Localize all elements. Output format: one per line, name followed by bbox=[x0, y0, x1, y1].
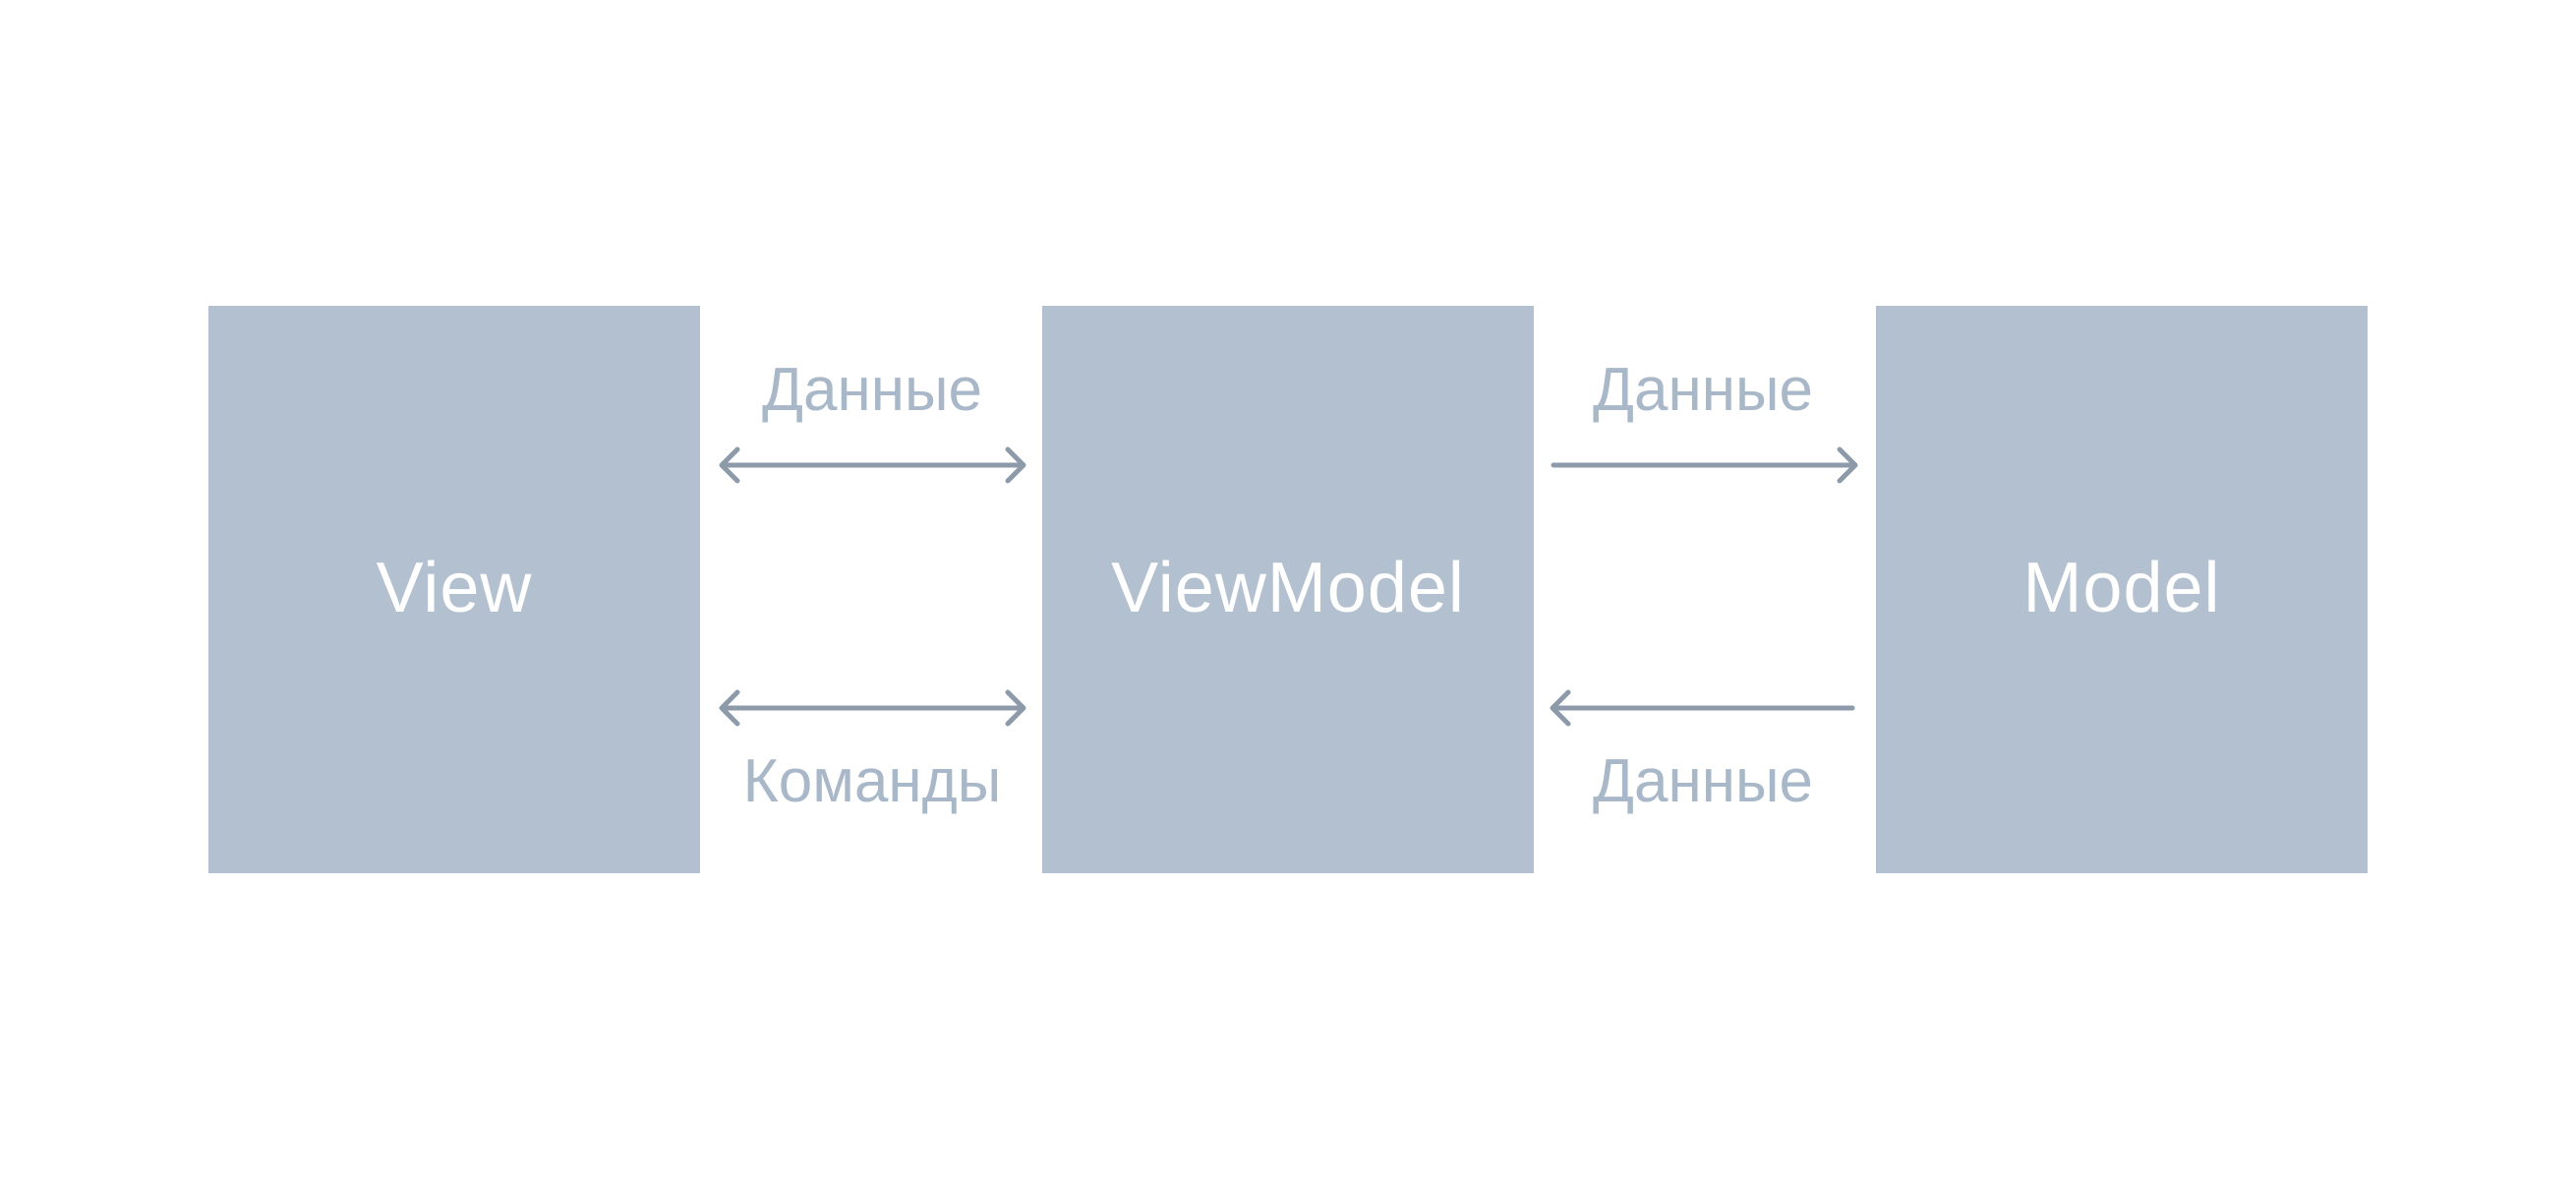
view-viewmodel-commands-label: Команды bbox=[742, 747, 1002, 815]
viewmodel-node-label: ViewModel bbox=[1111, 548, 1465, 627]
model-viewmodel-data-label: Данные bbox=[1593, 747, 1813, 815]
model-node-label: Model bbox=[2022, 548, 2221, 627]
model-viewmodel-data-arrow bbox=[1550, 689, 1855, 727]
viewmodel-model-data-label: Данные bbox=[1593, 356, 1813, 424]
view-viewmodel-commands-arrow bbox=[719, 689, 1026, 727]
model-node: Model bbox=[1876, 306, 2368, 873]
viewmodel-model-data-arrow bbox=[1551, 446, 1858, 484]
viewmodel-node: ViewModel bbox=[1042, 306, 1534, 873]
view-node: View bbox=[208, 306, 700, 873]
view-viewmodel-data-arrow bbox=[719, 446, 1026, 484]
view-node-label: View bbox=[376, 548, 533, 627]
view-viewmodel-data-label: Данные bbox=[762, 356, 982, 424]
